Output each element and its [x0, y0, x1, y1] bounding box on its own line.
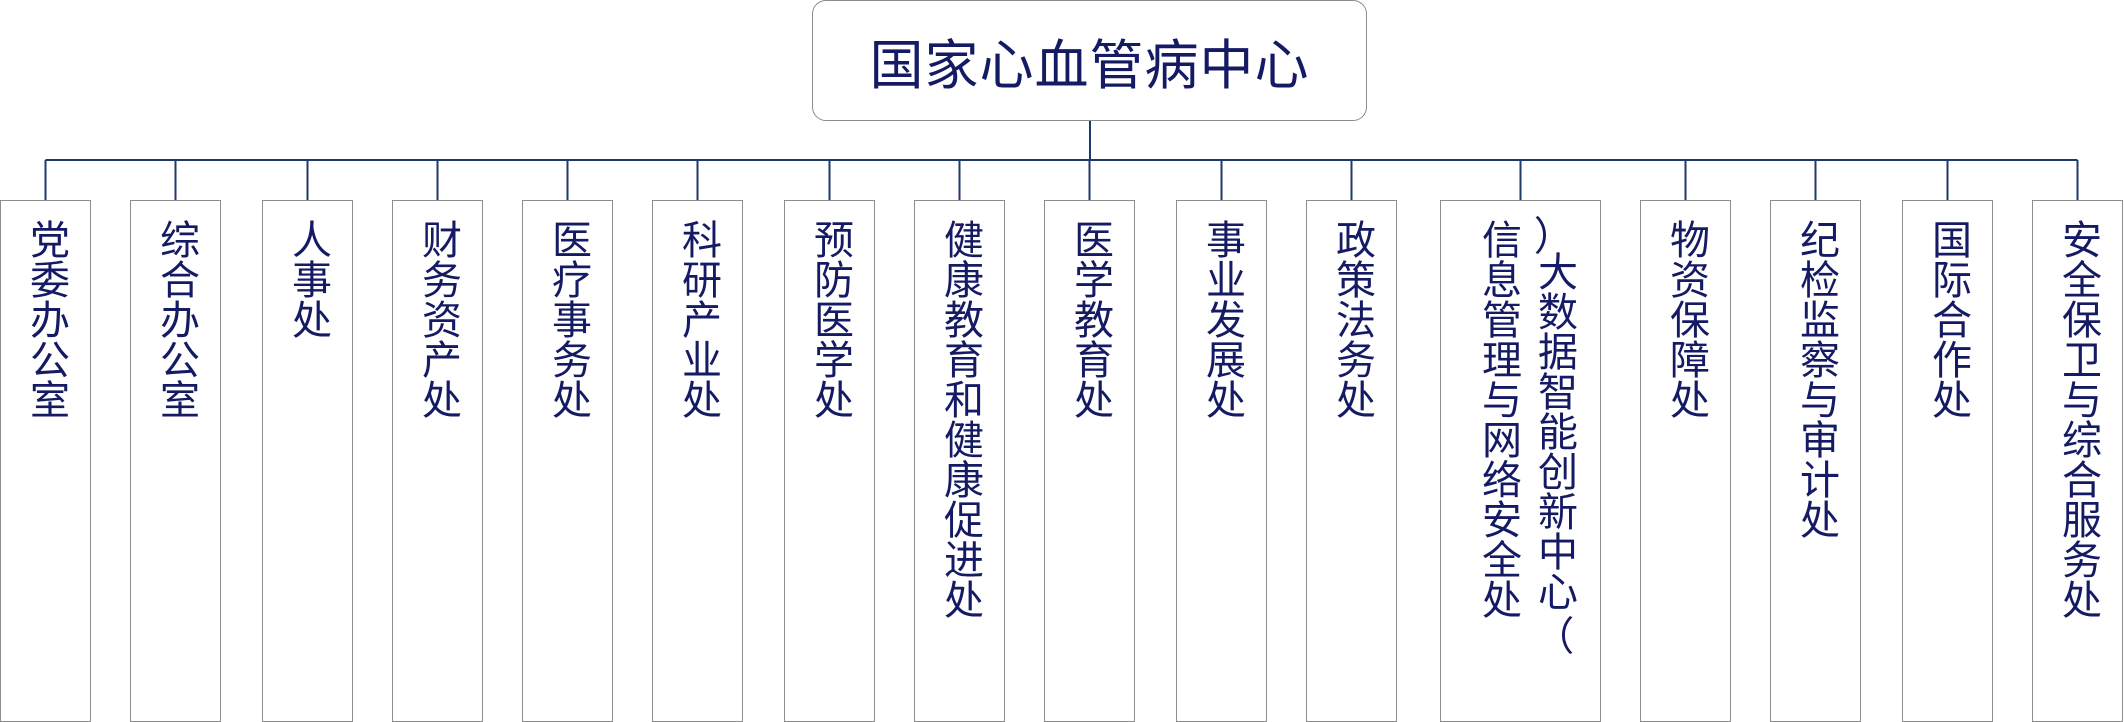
dept-label: 纪检监察与审计处 — [1793, 219, 1839, 539]
dept-label: 党委办公室 — [23, 219, 69, 419]
dept-label: 综合办公室 — [153, 219, 199, 419]
root-title: 国家心血管病中心 — [869, 34, 1310, 97]
dept-node-general-office: 综合办公室 — [130, 200, 221, 722]
dept-node-party-office: 党委办公室 — [0, 200, 91, 722]
dept-node-research: 科研产业处 — [652, 200, 743, 722]
dept-node-health-education: 健康教育和健康促进处 — [914, 200, 1005, 722]
dept-label: 国际合作处 — [1925, 219, 1971, 419]
dept-label-line2: （大数据智能创新中心） — [1531, 208, 1577, 654]
dept-node-discipline-audit: 纪检监察与审计处 — [1770, 200, 1861, 722]
dept-label: 医疗事务处 — [545, 219, 591, 419]
dept-label: 事业发展处 — [1199, 219, 1245, 419]
dept-node-medical-affairs: 医疗事务处 — [522, 200, 613, 722]
dept-node-materials: 物资保障处 — [1640, 200, 1731, 722]
dept-label: 医学教育处 — [1067, 219, 1113, 419]
dept-node-preventive-medicine: 预防医学处 — [784, 200, 875, 722]
dept-node-information-management: 信息管理与网络安全处 （大数据智能创新中心） — [1440, 200, 1601, 722]
dept-label: 健康教育和健康促进处 — [937, 219, 983, 619]
dept-label: 人事处 — [285, 219, 331, 339]
dept-label: 科研产业处 — [675, 219, 721, 419]
root-node: 国家心血管病中心 — [812, 0, 1367, 121]
dept-node-personnel: 人事处 — [262, 200, 353, 722]
dept-node-international: 国际合作处 — [1902, 200, 1993, 722]
dept-label: 政策法务处 — [1329, 219, 1375, 419]
dept-node-finance: 财务资产处 — [392, 200, 483, 722]
dept-label: 财务资产处 — [415, 219, 461, 419]
dept-label: 预防医学处 — [807, 219, 853, 419]
dept-node-medical-education: 医学教育处 — [1044, 200, 1135, 722]
dept-node-policy-legal: 政策法务处 — [1306, 200, 1397, 722]
dept-node-security-services: 安全保卫与综合服务处 — [2032, 200, 2123, 722]
dept-node-development: 事业发展处 — [1176, 200, 1267, 722]
dept-label: 物资保障处 — [1663, 219, 1709, 419]
dept-label-line1: 信息管理与网络安全处 — [1475, 219, 1521, 619]
dept-label: 安全保卫与综合服务处 — [2055, 219, 2101, 619]
